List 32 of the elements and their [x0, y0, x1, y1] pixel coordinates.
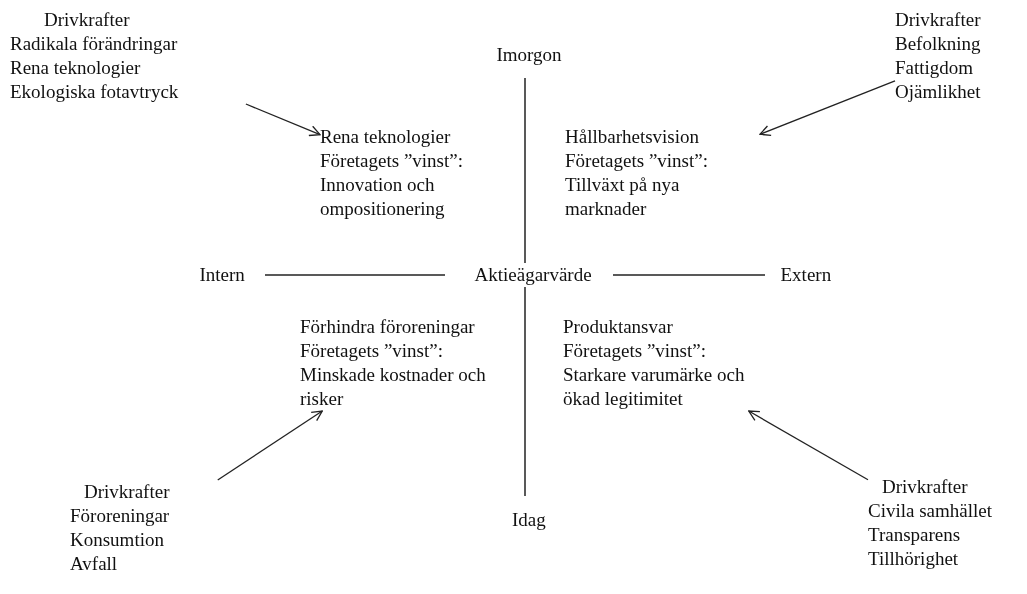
text-line: Befolkning: [895, 32, 982, 56]
text-line: Tillväxt på nya marknader: [565, 173, 681, 221]
text-line: Företagets ”vinst”:: [565, 149, 709, 173]
text-line: Civila samhället: [868, 499, 993, 523]
text-line: Avfall: [70, 552, 119, 576]
text-line: Starkare varumärke och ökad legitimitet: [563, 363, 746, 411]
heading: Drivkrafter: [895, 8, 982, 32]
text-line: Företagets ”vinst”:: [300, 339, 444, 363]
text-line: Fattigdom: [895, 56, 975, 80]
quadrant-heading: Produktansvar: [563, 315, 674, 339]
text-line: Rena teknologier: [10, 56, 142, 80]
text-line: Minskade kostnader och risker: [300, 363, 487, 411]
text-line: Radikala förändringar: [10, 32, 179, 56]
quadrant-heading: Hållbarhetsvision: [565, 125, 701, 149]
text-line: Ekologiska fotavtryck: [10, 80, 180, 104]
heading: Drivkrafter: [83, 480, 171, 504]
heading: Drivkrafter: [881, 475, 969, 499]
quadrant-heading: Förhindra föroreningar: [300, 315, 476, 339]
arrow: [217, 410, 323, 481]
arrow: [245, 103, 321, 137]
text-line: Företagets ”vinst”:: [320, 149, 464, 173]
text-line: Konsumtion: [70, 528, 165, 552]
text-line: Föroreningar: [70, 504, 171, 528]
text-line: Transparens: [868, 523, 962, 547]
text-line: Innovation och ompositionering: [320, 173, 446, 221]
text-line: Ojämlikhet: [895, 80, 982, 104]
text-line: Företagets ”vinst”:: [563, 339, 707, 363]
arrow: [748, 410, 869, 481]
quadrant-heading: Rena teknologier: [320, 125, 452, 149]
heading: Drivkrafter: [43, 8, 131, 32]
arrow: [759, 80, 896, 136]
text-line: Tillhörighet: [868, 547, 960, 571]
